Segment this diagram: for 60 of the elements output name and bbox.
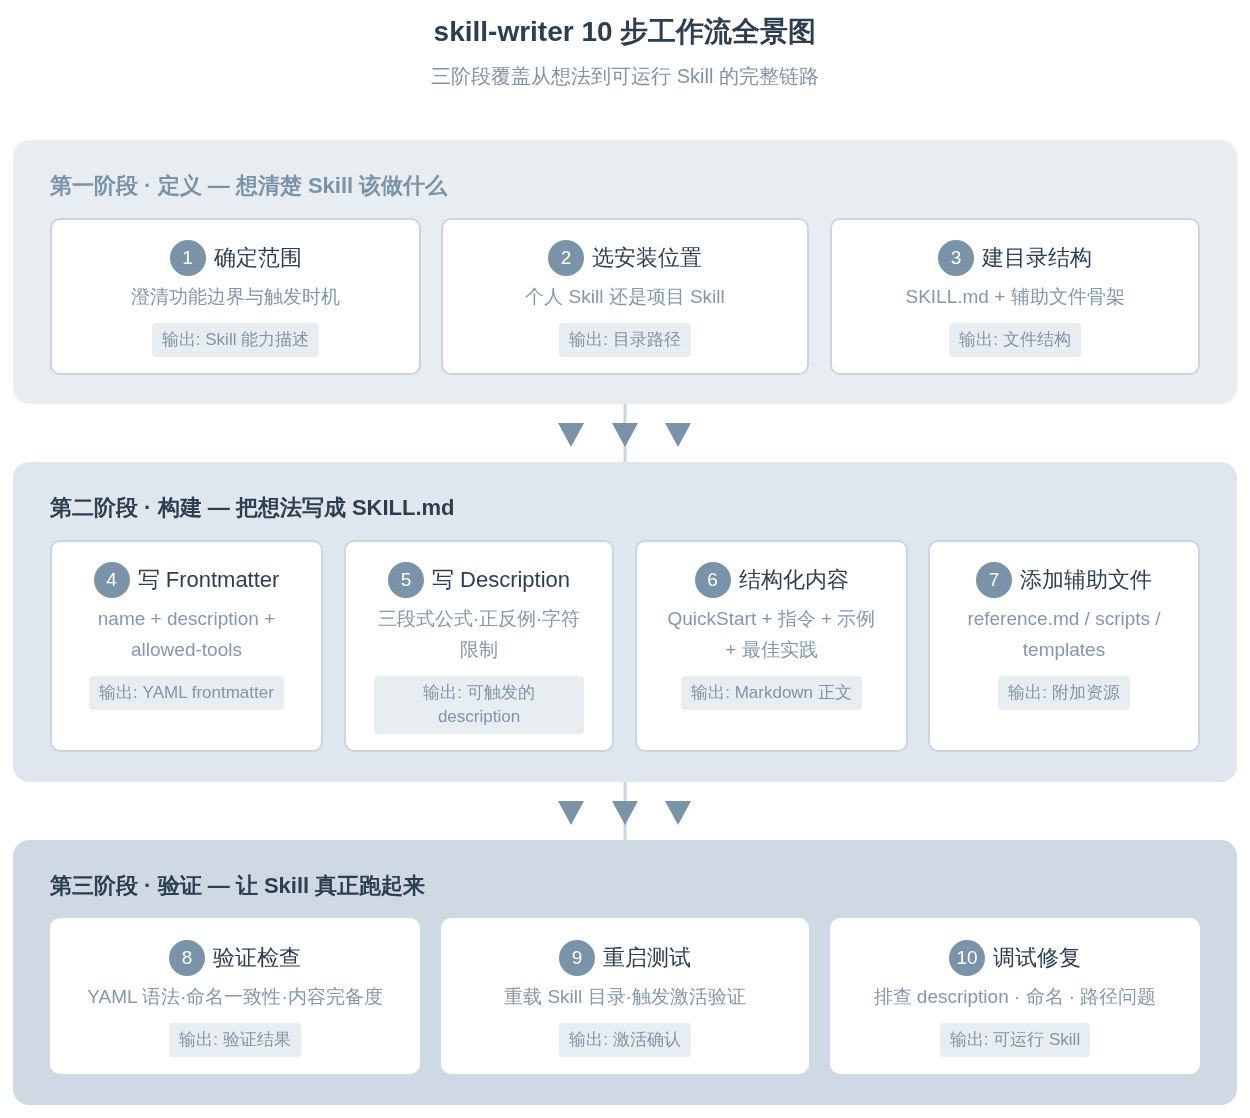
step-title: 写 Description — [431, 566, 571, 594]
step-title: 结构化内容 — [738, 566, 849, 594]
phase-heading: 第三阶段 · 验证 — 让 Skill 真正跑起来 — [50, 872, 426, 900]
phase-heading: 第一阶段 · 定义 — 想清楚 Skill 该做什么 — [50, 172, 448, 200]
output-label: 输出: 可触发的 description — [374, 676, 584, 734]
step-description: YAML 语法·命名一致性·内容完备度 — [87, 985, 383, 1009]
step-card — [441, 918, 809, 1074]
output-label: 输出: 激活确认 — [559, 1023, 691, 1057]
output-label: 输出: YAML frontmatter — [89, 676, 284, 710]
step-card — [928, 540, 1200, 752]
output-label: 输出: 目录路径 — [559, 323, 691, 357]
output-label: 输出: 附加资源 — [998, 676, 1130, 710]
output-label: 输出: Skill 能力描述 — [151, 323, 320, 357]
step-number: 2 — [548, 240, 584, 276]
step-title: 调试修复 — [993, 944, 1081, 972]
step-title: 选安装位置 — [592, 244, 702, 272]
step-number: 10 — [949, 940, 985, 976]
phase-panel — [13, 840, 1237, 1105]
step-number: 6 — [694, 562, 731, 598]
step-description: SKILL.md + 辅助文件骨架 — [905, 285, 1125, 309]
step-number: 4 — [93, 562, 130, 598]
phase-heading: 第二阶段 · 构建 — 把想法写成 SKILL.md — [50, 494, 455, 522]
diagram-subtitle: 三阶段覆盖从想法到可运行 Skill 的完整链路 — [431, 64, 819, 89]
step-card — [344, 540, 614, 752]
step-title: 确定范围 — [213, 244, 302, 272]
step-card — [441, 218, 809, 375]
output-label: 输出: 可运行 Skill — [939, 1023, 1091, 1057]
step-number: 3 — [938, 240, 974, 276]
step-description: reference.md / scripts / templates — [966, 607, 1162, 662]
step-number: 5 — [387, 562, 424, 598]
step-description: QuickStart + 指令 + 示例 + 最佳实践 — [666, 607, 877, 662]
step-number: 7 — [976, 562, 1012, 598]
step-number: 1 — [169, 240, 206, 276]
step-card — [830, 918, 1200, 1074]
phase-panel — [13, 140, 1237, 404]
output-label: 输出: 文件结构 — [949, 323, 1081, 357]
step-title: 重启测试 — [603, 944, 691, 972]
step-card — [830, 218, 1200, 375]
diagram-title: skill-writer 10 步工作流全景图 — [433, 15, 817, 49]
step-title: 验证检查 — [213, 944, 301, 972]
step-number: 8 — [169, 940, 205, 976]
step-description: 个人 Skill 还是项目 Skill — [525, 285, 725, 309]
output-label: 输出: Markdown 正文 — [681, 676, 862, 710]
step-card — [50, 218, 421, 375]
step-description: name + description + allowed-tools — [96, 607, 277, 662]
step-card — [50, 540, 323, 752]
step-title: 建目录结构 — [982, 244, 1092, 272]
step-number: 9 — [559, 940, 595, 976]
step-card — [50, 918, 420, 1074]
step-card — [635, 540, 908, 752]
output-label: 输出: 验证结果 — [169, 1023, 301, 1057]
step-description: 排查 description · 命名 · 路径问题 — [873, 985, 1157, 1009]
step-description: 澄清功能边界与触发时机 — [131, 285, 340, 309]
arrow — [612, 782, 638, 840]
step-description: 重载 Skill 目录·触发激活验证 — [504, 985, 746, 1009]
step-description: 三段式公式·正反例·字符限制 — [376, 607, 582, 662]
step-title: 添加辅助文件 — [1020, 566, 1152, 594]
phase-panel — [13, 462, 1237, 782]
arrow — [612, 404, 638, 462]
step-title: 写 Frontmatter — [137, 566, 280, 594]
